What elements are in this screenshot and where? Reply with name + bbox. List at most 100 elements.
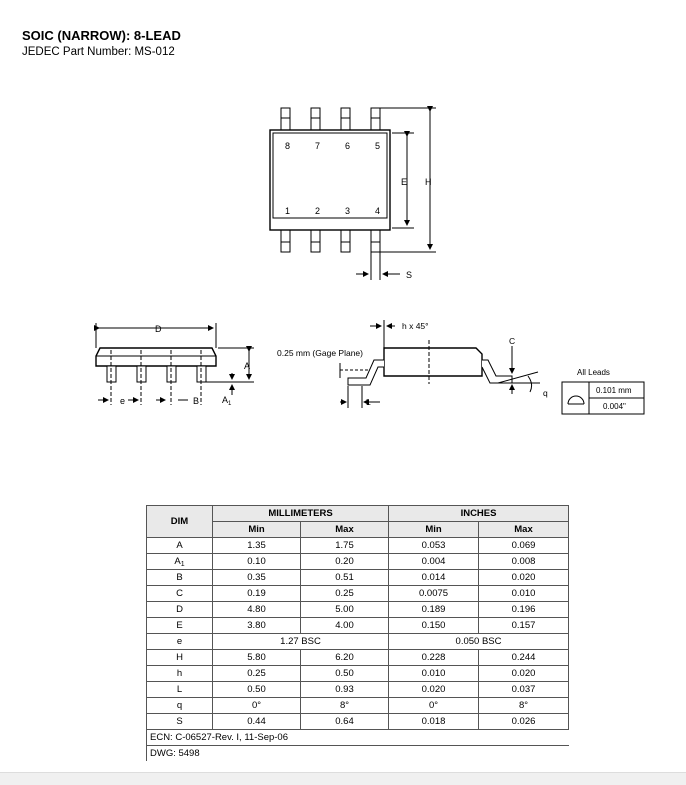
mm-min-cell: 0.35 [212, 569, 301, 586]
dim-cell: B [146, 569, 213, 586]
mm-max-cell: 4.00 [299, 617, 390, 634]
dim-label-A1: A1 [222, 395, 232, 407]
dim-cell: A1 [146, 553, 213, 570]
dim-symbol: A [174, 555, 181, 567]
dim-label-A1-main: A [222, 395, 228, 405]
pin-label-5: 5 [375, 141, 380, 151]
dim-subscript: 1 [180, 560, 185, 568]
flatness-icon [567, 395, 585, 405]
mm-max-cell: 5.00 [299, 601, 390, 618]
mm-min-cell: 0.25 [212, 665, 301, 682]
pin-label-3: 3 [345, 206, 350, 216]
in-min-cell: 0.014 [388, 569, 480, 586]
in-max-cell: 0.244 [478, 649, 570, 666]
mm-min-cell: 0° [212, 697, 301, 714]
dim-symbol: H [176, 652, 183, 663]
dim-cell: L [146, 681, 213, 698]
in-max-cell: 0.037 [478, 681, 570, 698]
footer-bar [0, 772, 686, 785]
in-min-cell: 0.004 [388, 553, 480, 570]
in-bsc-cell: 0.050 BSC [388, 633, 570, 650]
mm-min-cell: 0.19 [212, 585, 301, 602]
mm-min-cell: 1.35 [212, 537, 301, 554]
mm-min-cell: 5.80 [212, 649, 301, 666]
pin-label-8: 8 [285, 141, 290, 151]
dim-symbol: S [176, 716, 183, 727]
dim-label-B: B [193, 396, 199, 406]
coplanarity-in: 0.004" [603, 402, 626, 411]
in-max-cell: 0.026 [478, 713, 570, 730]
dim-symbol: A [176, 540, 183, 551]
in-max-cell: 8° [478, 697, 570, 714]
in-min-cell: 0° [388, 697, 480, 714]
in-max-cell: 0.020 [478, 665, 570, 682]
col-mm-min: Min [212, 521, 301, 538]
package-drawing: 8 7 6 5 1 2 3 4 E H S [94, 106, 645, 415]
in-min-cell: 0.010 [388, 665, 480, 682]
dim-label-A: A [244, 361, 250, 371]
top-view [269, 106, 436, 280]
mm-max-cell: 0.20 [299, 553, 390, 570]
dimensions-table: DIM MILLIMETERS INCHES Min Max Min Max A… [145, 505, 570, 761]
coplanarity-mm: 0.101 mm [596, 386, 632, 395]
pin-label-7: 7 [315, 141, 320, 151]
dim-cell: D [146, 601, 213, 618]
dim-symbol: E [176, 620, 183, 631]
page-title: SOIC (NARROW): 8-LEAD [22, 28, 181, 43]
col-dim-header: DIM [146, 505, 213, 538]
page-subtitle: JEDEC Part Number: MS-012 [22, 46, 175, 58]
mm-max-cell: 1.75 [299, 537, 390, 554]
dim-label-D: D [155, 324, 162, 334]
in-min-cell: 0.0075 [388, 585, 480, 602]
mm-max-cell: 6.20 [299, 649, 390, 666]
pin-label-2: 2 [315, 206, 320, 216]
in-min-cell: 0.150 [388, 617, 480, 634]
dim-label-E: E [401, 177, 407, 187]
mm-max-cell: 0.50 [299, 665, 390, 682]
in-min-cell: 0.053 [388, 537, 480, 554]
dwg-note: DWG: 5498 [145, 745, 569, 761]
mm-min-cell: 0.10 [212, 553, 301, 570]
dim-label-e: e [120, 396, 125, 406]
dim-label-A1-sub: 1 [228, 401, 232, 407]
group-mm-header: MILLIMETERS [211, 505, 390, 522]
mm-max-cell: 0.25 [299, 585, 390, 602]
in-max-cell: 0.010 [478, 585, 570, 602]
in-max-cell: 0.020 [478, 569, 570, 586]
dim-label-C: C [509, 336, 515, 346]
gage-plane-label: 0.25 mm (Gage Plane) [277, 348, 363, 358]
in-min-cell: 0.018 [388, 713, 480, 730]
dim-symbol: h [176, 668, 183, 679]
dim-cell: E [146, 617, 213, 634]
pin-label-4: 4 [375, 206, 380, 216]
in-min-cell: 0.020 [388, 681, 480, 698]
mm-max-cell: 0.64 [299, 713, 390, 730]
dim-cell: S [146, 713, 213, 730]
dim-symbol: L [176, 684, 183, 695]
mm-min-cell: 3.80 [212, 617, 301, 634]
col-in-max: Max [478, 521, 570, 538]
in-min-cell: 0.228 [388, 649, 480, 666]
ecn-note: ECN: C-06527-Rev. I, 11-Sep-06 [145, 729, 569, 746]
dim-cell: h [146, 665, 213, 682]
mm-min-cell: 0.50 [212, 681, 301, 698]
dim-symbol: B [176, 572, 183, 583]
pin-label-6: 6 [345, 141, 350, 151]
dim-cell: A [146, 537, 213, 554]
dim-label-q: q [543, 388, 548, 398]
in-max-cell: 0.008 [478, 553, 570, 570]
col-mm-max: Max [299, 521, 390, 538]
dim-cell: H [146, 649, 213, 666]
in-max-cell: 0.157 [478, 617, 570, 634]
dim-cell: e [146, 633, 213, 650]
dim-symbol: C [176, 588, 183, 599]
